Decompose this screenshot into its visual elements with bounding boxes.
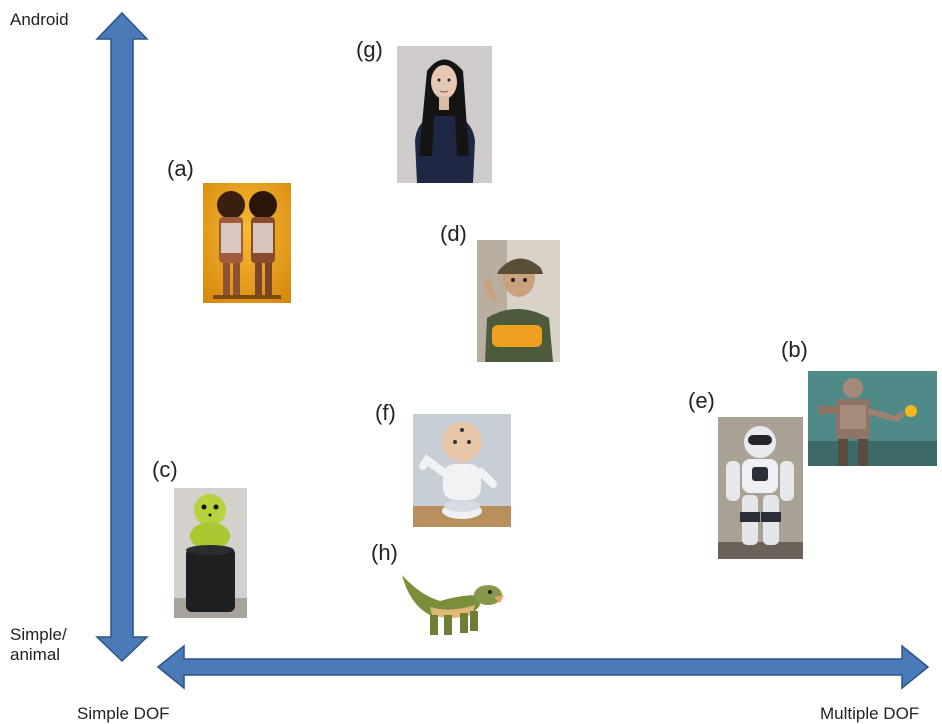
panel-label-a: (a) xyxy=(167,156,194,181)
panel-label-h: (h) xyxy=(371,540,398,565)
vertical-axis-arrow xyxy=(95,11,149,663)
panel-label-c: (c) xyxy=(152,457,178,482)
photo-nao-humanoid-robot xyxy=(718,417,803,559)
panel-label-d: (d) xyxy=(440,221,467,246)
x-axis-left-label: Simple DOF xyxy=(77,704,170,723)
y-axis-bottom-label: Simple/ animal xyxy=(10,625,67,664)
photo-white-baby-robot xyxy=(413,414,511,527)
photo-yellow-keepon-robot xyxy=(174,488,247,618)
x-axis-right-label: Multiple DOF xyxy=(820,704,920,723)
photo-twin-doll-robots xyxy=(203,183,291,303)
photo-child-robot-with-cap xyxy=(477,240,560,362)
panel-label-e: (e) xyxy=(688,388,715,413)
photo-metallic-humanoid-robot xyxy=(808,371,937,466)
panel-label-g: (g) xyxy=(356,37,383,62)
photo-pleo-dinosaur-robot xyxy=(400,565,506,640)
panel-label-b: (b) xyxy=(781,337,808,362)
panel-label-f: (f) xyxy=(375,400,396,425)
y-axis-top-label: Android xyxy=(10,10,69,29)
photo-female-android xyxy=(397,46,492,183)
horizontal-axis-arrow xyxy=(156,644,930,690)
